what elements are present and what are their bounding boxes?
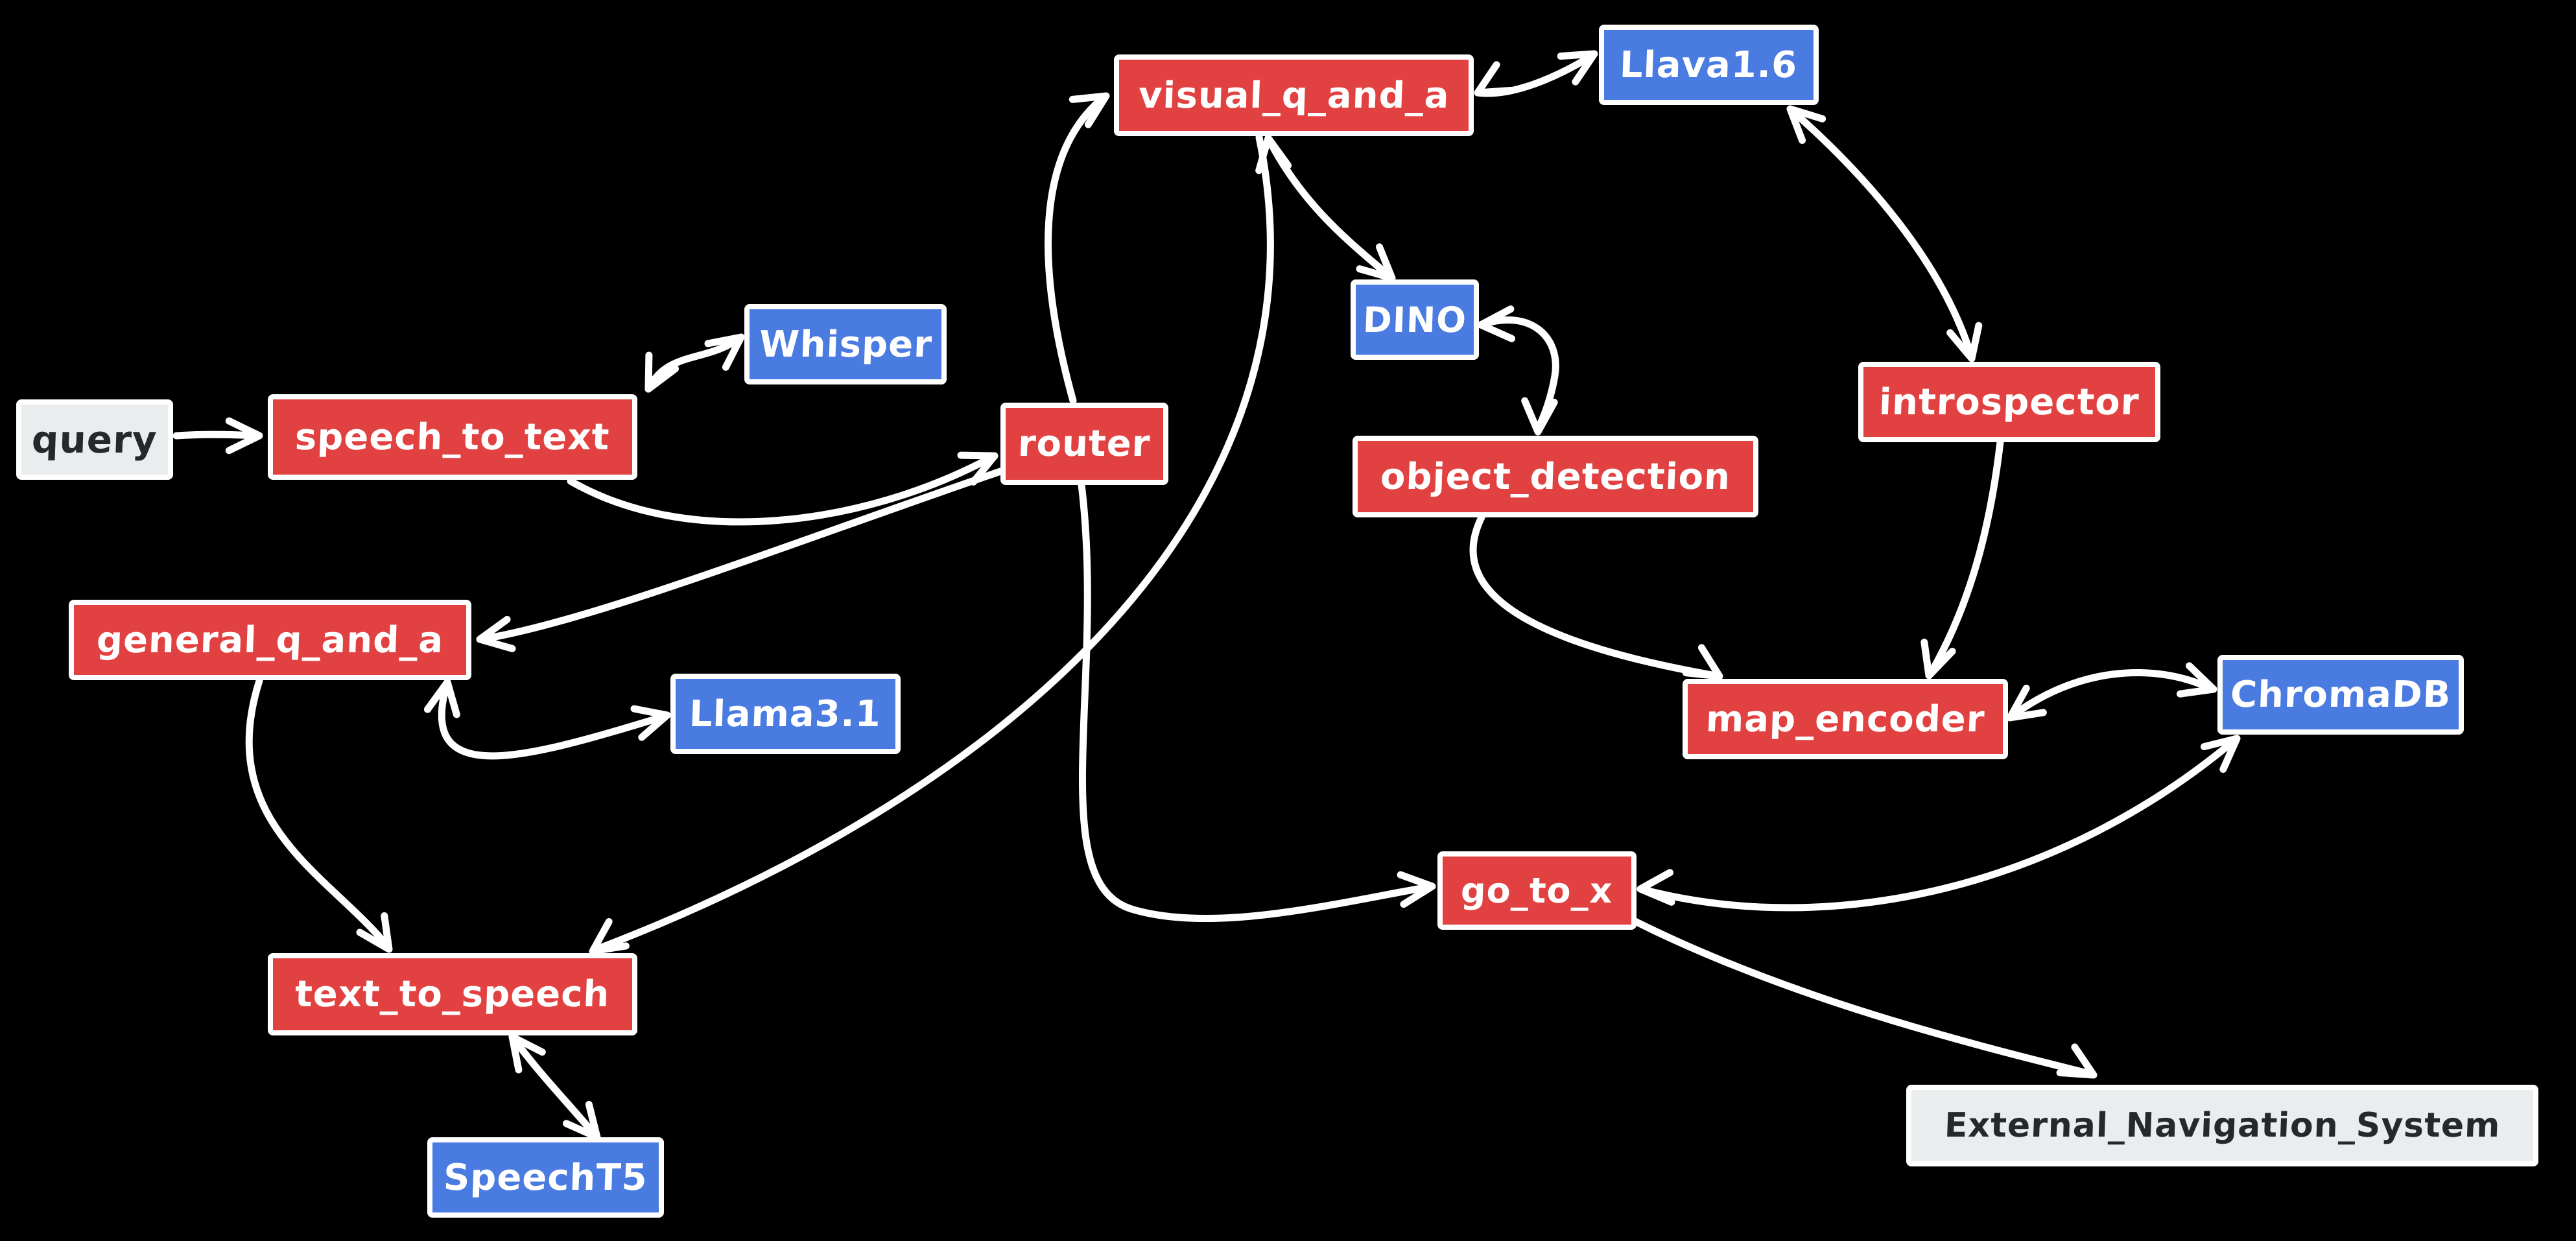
node-label: External_Navigation_System [1943, 1106, 2501, 1145]
edge-line[interactable] [1469, 514, 1719, 680]
edge-line[interactable] [1045, 95, 1106, 405]
edge-general_q_and_a-to-text_to_speech[interactable] [245, 677, 393, 953]
arrowhead [1637, 735, 2241, 906]
arrowhead [1397, 871, 1436, 908]
edge-line[interactable] [2006, 669, 2215, 722]
node-label: map_encoder [1705, 698, 1986, 740]
arrowhead [1069, 92, 1110, 128]
arrowhead [476, 615, 516, 652]
edge-visual_q_and_a-to-llava16[interactable] [1474, 50, 1598, 97]
edge-line[interactable] [1630, 917, 2094, 1078]
edge-line[interactable] [593, 134, 1274, 953]
edge-router-to-visual_q_and_a[interactable] [1045, 92, 1110, 405]
edge-query-to-speech_to_text[interactable] [172, 417, 263, 455]
node-map_encoder[interactable]: map_encoder [1683, 679, 2008, 759]
edge-line[interactable] [481, 467, 1004, 643]
node-label: speech_to_text [294, 416, 611, 458]
node-label: general_q_and_a [95, 619, 445, 661]
arrowhead [2006, 662, 2217, 722]
node-whisper[interactable]: Whisper [744, 304, 947, 384]
node-label: Whisper [758, 323, 933, 366]
arrowhead [2056, 1043, 2097, 1079]
arrowhead [1920, 639, 1956, 680]
edge-line[interactable] [245, 677, 392, 951]
node-visual_q_and_a[interactable]: visual_q_and_a [1114, 54, 1474, 136]
node-label: introspector [1878, 381, 2140, 423]
node-introspector[interactable]: introspector [1858, 362, 2160, 442]
node-dino[interactable]: DINO [1351, 279, 1479, 360]
edge-line[interactable] [567, 454, 995, 526]
edge-introspector-to-map_encoder[interactable] [1920, 438, 2004, 680]
node-object_detection[interactable]: object_detection [1353, 436, 1758, 517]
edge-go_to_x-to-external_navigation_system[interactable] [1630, 917, 2097, 1079]
edge-line[interactable] [1927, 438, 2004, 677]
edge-line[interactable] [1474, 52, 1596, 97]
edge-llava16-to-introspector[interactable] [1786, 105, 1983, 362]
edge-map_encoder-to-chromadb[interactable] [2006, 662, 2217, 722]
edge-router-to-go_to_x[interactable] [1078, 481, 1436, 923]
node-label: SpeechT5 [443, 1156, 648, 1199]
node-label: query [31, 418, 158, 462]
arrowhead [1682, 644, 1723, 680]
node-label: go_to_x [1460, 870, 1614, 911]
node-label: ChromaDB [2229, 674, 2452, 716]
arrowhead [1474, 50, 1598, 97]
edge-line[interactable] [644, 333, 745, 393]
node-router[interactable]: router [1000, 403, 1168, 485]
arrowhead [423, 678, 671, 741]
node-label: DINO [1362, 299, 1468, 340]
edge-object_detection-to-map_encoder[interactable] [1469, 514, 1723, 680]
node-speech_to_text[interactable]: speech_to_text [268, 394, 637, 480]
edge-text_to_speech-to-speecht5[interactable] [508, 1033, 601, 1141]
node-label: Llava1.6 [1619, 43, 1799, 86]
edge-router-to-general_q_and_a[interactable] [476, 467, 1004, 652]
node-label: router [1017, 423, 1152, 465]
node-text_to_speech[interactable]: text_to_speech [268, 953, 637, 1035]
arrowhead [356, 912, 393, 953]
edge-line[interactable] [438, 678, 668, 760]
node-chromadb[interactable]: ChromaDB [2217, 655, 2464, 735]
edge-visual_q_and_a-to-dino[interactable] [1255, 134, 1396, 282]
arrowhead [225, 417, 263, 455]
edge-go_to_x-to-chromadb[interactable] [1637, 735, 2241, 912]
node-external_navigation_system[interactable]: External_Navigation_System [1906, 1085, 2538, 1166]
arrowhead [508, 1033, 601, 1141]
edge-line[interactable] [1786, 105, 1975, 359]
edge-line[interactable] [508, 1033, 598, 1139]
node-label: visual_q_and_a [1137, 74, 1450, 117]
node-label: object_detection [1379, 455, 1732, 498]
arrowhead [644, 333, 745, 393]
node-go_to_x[interactable]: go_to_x [1437, 851, 1637, 930]
node-label: Llama3.1 [689, 692, 882, 735]
arrowhead [589, 918, 630, 955]
node-speecht5[interactable]: SpeechT5 [427, 1137, 664, 1218]
arrowhead [1786, 105, 1983, 362]
node-llava16[interactable]: Llava1.6 [1599, 25, 1819, 105]
node-general_q_and_a[interactable]: general_q_and_a [69, 600, 471, 680]
node-query[interactable]: query [16, 399, 173, 480]
edge-line[interactable] [1078, 481, 1432, 923]
arrowhead [1255, 134, 1396, 282]
edge-line[interactable] [1637, 737, 2238, 912]
node-label: text_to_speech [294, 973, 611, 1015]
edge-visual_q_and_a-to-text_to_speech[interactable] [589, 134, 1274, 955]
edge-speech_to_text-to-whisper[interactable] [644, 333, 745, 393]
edge-general_q_and_a-to-llama31[interactable] [423, 678, 671, 760]
edge-dino-to-object_detection[interactable] [1477, 305, 1559, 436]
edge-line[interactable] [172, 431, 261, 440]
node-llama31[interactable]: Llama3.1 [670, 674, 901, 754]
arrowhead [1477, 305, 1558, 436]
